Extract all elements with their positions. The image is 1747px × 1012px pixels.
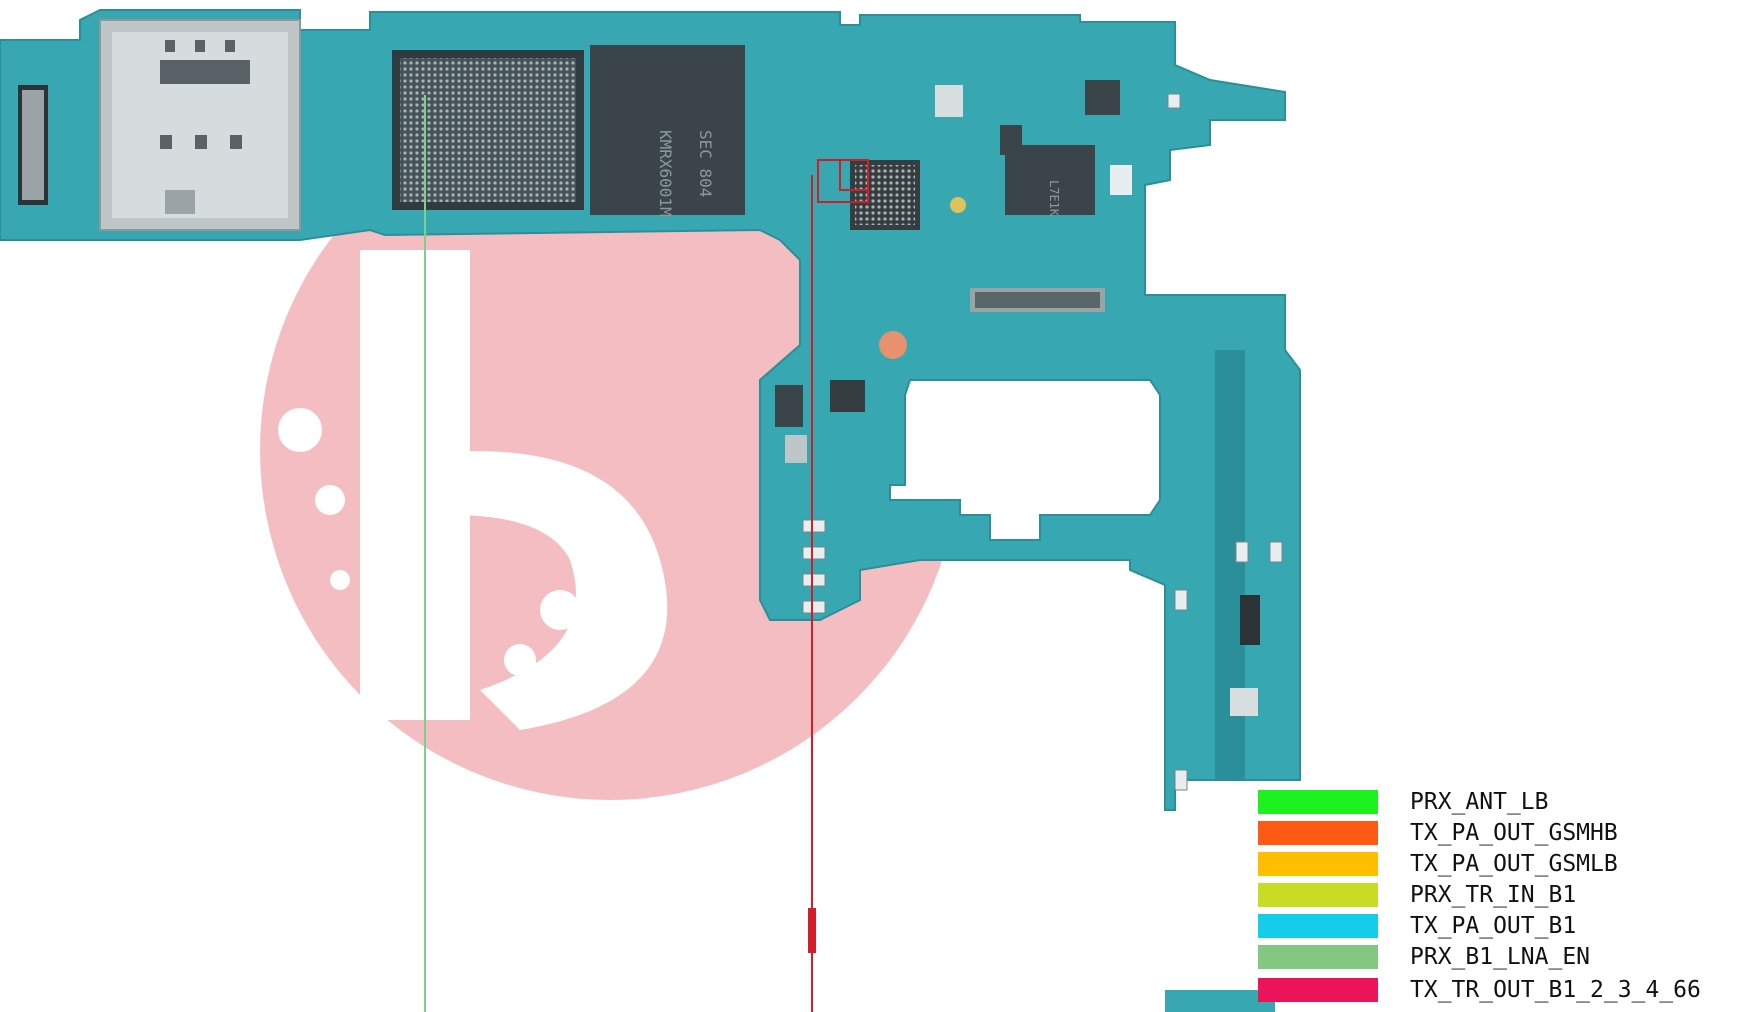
legend-label: TX_PA_OUT_GSMHB: [1410, 820, 1618, 846]
legend-label: PRX_ANT_LB: [1410, 789, 1549, 815]
watermark-logo: [260, 100, 960, 800]
legend-swatch-tx-pa-out-b1: [1258, 914, 1378, 938]
board-connector: [970, 288, 1105, 312]
legend-label: TX_TR_OUT_B1_2_3_4_66: [1410, 977, 1701, 1003]
legend-swatch-tx-pa-out-gsmhb: [1258, 821, 1378, 845]
legend-label: TX_PA_OUT_B1: [1410, 913, 1577, 939]
ap-bga-pads: [392, 50, 584, 210]
ap-chip-text: SEC 804: [696, 130, 715, 197]
small-chip-text: L7E1K: [1047, 180, 1061, 217]
legend-label: PRX_B1_LNA_EN: [1410, 944, 1591, 970]
memory-chip: KMRX6001M SEC 804: [590, 45, 745, 217]
highlighted-component: [817, 159, 869, 203]
legend-swatch-tx-tr-out-b1-2-3-4-66: [1258, 978, 1378, 1002]
legend-label: TX_PA_OUT_GSMLB: [1410, 851, 1618, 877]
memory-chip-text: KMRX6001M: [656, 130, 675, 217]
legend-swatch-tx-pa-out-gsmlb: [1258, 852, 1378, 876]
legend-label: PRX_TR_IN_B1: [1410, 882, 1577, 908]
rf-components: L7E1K: [775, 80, 1260, 716]
trace-marker: [808, 908, 816, 953]
test-pads: [802, 93, 1283, 791]
sim-card-tray: [99, 19, 301, 231]
legend-swatch-prx-tr-in-b1: [1258, 883, 1378, 907]
legend-swatch-prx-ant-lb: [1258, 790, 1378, 814]
legend-swatch-prx-b1-lna-en: [1258, 945, 1378, 969]
left-connector: [18, 85, 48, 205]
